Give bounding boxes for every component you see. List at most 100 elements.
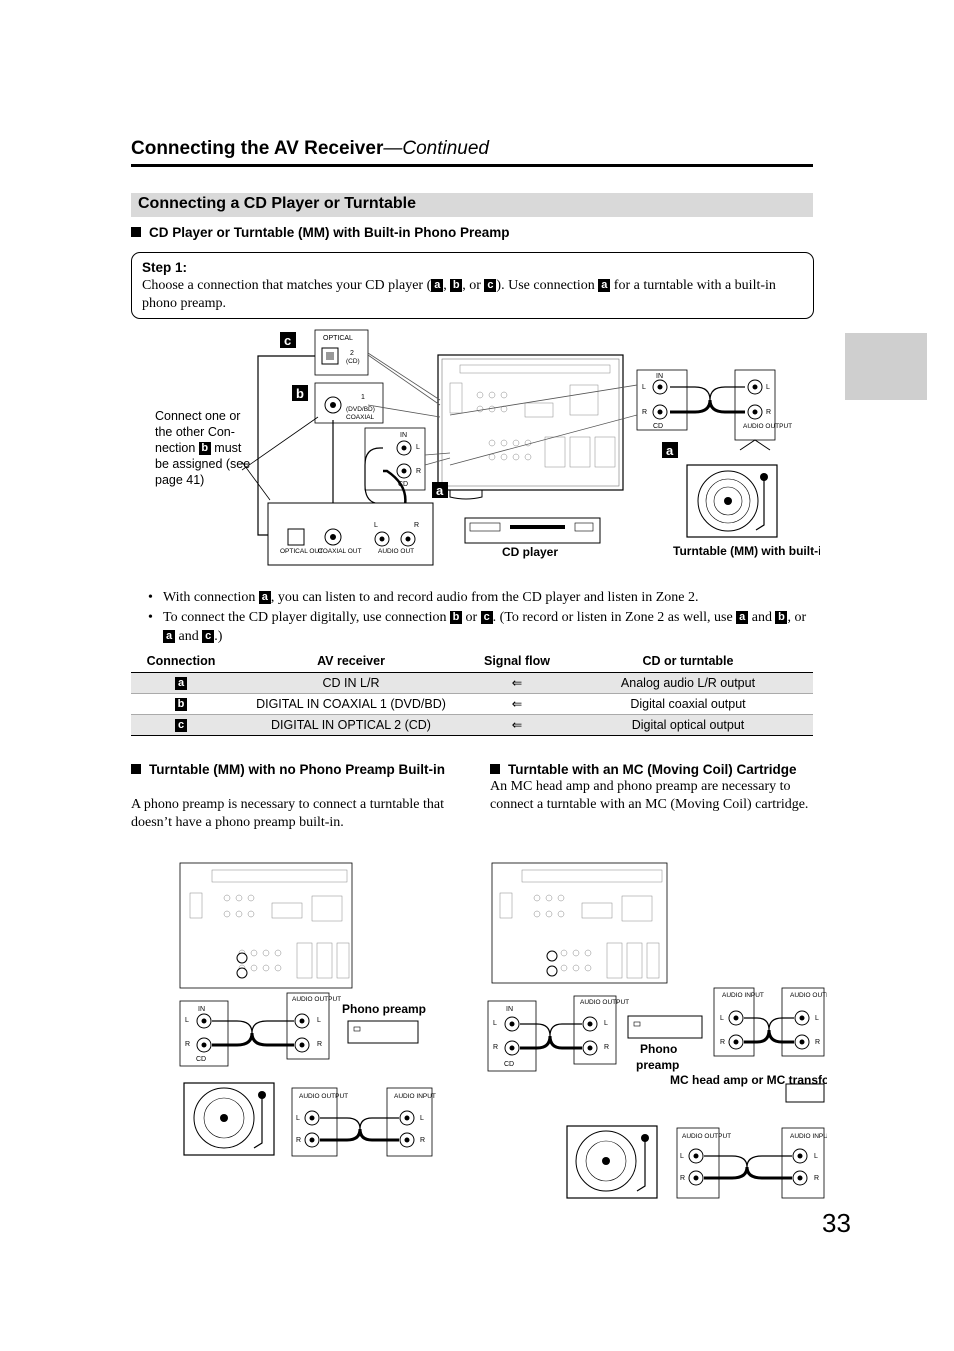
phono-preamp-device bbox=[347, 1020, 419, 1044]
diagram-label-c bbox=[280, 332, 296, 348]
turntable-device bbox=[566, 1125, 658, 1199]
step-sep2: , or bbox=[462, 278, 485, 293]
subsection-heading-3-text: Turntable with an MC (Moving Coil) Cartr… bbox=[508, 762, 797, 777]
tt-out-r: R bbox=[766, 409, 771, 416]
diagram-label-a bbox=[432, 482, 448, 498]
svg-text:a: a bbox=[436, 483, 444, 498]
section-title: Connecting a CD Player or Turntable bbox=[131, 193, 813, 217]
svg-text:L: L bbox=[814, 1153, 818, 1160]
audio-out-label: AUDIO OUT bbox=[378, 548, 414, 555]
callout-text: Connect one or the other Con-nection b m… bbox=[155, 408, 255, 488]
svg-text:AUDIO OUTPUT: AUDIO OUTPUT bbox=[682, 1133, 731, 1140]
cd-out-l: L bbox=[374, 522, 378, 529]
mc-input-jack bbox=[781, 1127, 825, 1199]
optical-label: OPTICAL bbox=[323, 335, 353, 342]
phono-preamp-label: Phono preamp bbox=[342, 1002, 426, 1016]
label-c: c bbox=[480, 611, 493, 624]
table-cell: CD IN L/R bbox=[231, 672, 471, 694]
header-title: Connecting the AV Receiver bbox=[131, 138, 384, 159]
table-header: CD or turntable bbox=[563, 651, 813, 673]
svg-text:L: L bbox=[604, 1020, 608, 1027]
subsection-heading-1-text: CD Player or Turntable (MM) with Built-i… bbox=[149, 225, 510, 240]
svg-text:R: R bbox=[296, 1137, 301, 1144]
svg-text:L: L bbox=[680, 1153, 684, 1160]
table-header: Signal flow bbox=[471, 651, 563, 673]
label-a: a bbox=[175, 676, 187, 690]
subsection-heading-2: Turntable (MM) with no Phono Preamp Buil… bbox=[131, 761, 461, 778]
subsection-2-text: A phono preamp is necessary to connect a… bbox=[131, 797, 444, 830]
square-bullet-icon bbox=[131, 764, 141, 774]
label-a: a bbox=[736, 611, 749, 624]
table-row: a CD IN L/R ⇐ Analog audio L/R output bbox=[131, 672, 813, 694]
table-cell: ⇐ bbox=[471, 672, 563, 694]
tt-in-label: IN bbox=[656, 373, 663, 380]
step-text-c: for a turntable with a built-in phono pr… bbox=[142, 278, 776, 311]
table-cell: Analog audio L/R output bbox=[563, 672, 813, 694]
bullet-item: To connect the CD player digitally, use … bbox=[148, 608, 818, 646]
svg-text:AUDIO OUTPUT: AUDIO OUTPUT bbox=[292, 996, 341, 1003]
optical-out-label: OPTICAL OUT bbox=[280, 548, 323, 555]
svg-text:c: c bbox=[284, 333, 291, 348]
cd-in-label: IN bbox=[400, 432, 407, 439]
svg-text:AUDIO INPUT: AUDIO INPUT bbox=[790, 1133, 827, 1140]
diagram-label-a-turntable bbox=[662, 442, 678, 458]
svg-text:CD: CD bbox=[196, 1056, 206, 1063]
tt-audio-output-label: AUDIO OUTPUT bbox=[743, 423, 792, 430]
cd-player-label: CD player bbox=[502, 545, 558, 559]
table-cell: Digital coaxial output bbox=[563, 693, 813, 715]
table-cell: DIGITAL IN OPTICAL 2 (CD) bbox=[231, 714, 471, 736]
turntable-device bbox=[183, 1082, 275, 1156]
subsection-3-text: An MC head amp and phono preamp are nece… bbox=[490, 779, 809, 812]
svg-text:L: L bbox=[815, 1015, 819, 1022]
coaxial-sub: (DVD/BD) bbox=[346, 406, 375, 413]
receiver-panel bbox=[437, 354, 624, 500]
step-text-b: ). Use connection bbox=[496, 278, 599, 293]
square-bullet-icon bbox=[131, 227, 141, 237]
receiver-panel bbox=[179, 862, 353, 989]
svg-text:L: L bbox=[296, 1115, 300, 1122]
optical-number: 2 bbox=[350, 350, 354, 357]
header-rule bbox=[131, 164, 813, 167]
optical-sub: (CD) bbox=[346, 358, 360, 365]
table-cell: ⇐ bbox=[471, 693, 563, 715]
turntable-device bbox=[686, 439, 778, 538]
svg-text:L: L bbox=[493, 1020, 497, 1027]
step-sep1: , bbox=[443, 278, 451, 293]
svg-text:R: R bbox=[317, 1041, 322, 1048]
svg-text:R: R bbox=[720, 1039, 725, 1046]
step-text-a: Choose a connection that matches your CD… bbox=[142, 278, 432, 293]
label-a: a bbox=[598, 279, 611, 292]
label-c: c bbox=[202, 630, 215, 643]
step-box: Step 1: Choose a connection that matches… bbox=[131, 252, 814, 319]
label-a: a bbox=[258, 591, 271, 604]
subsection-heading-2-text: Turntable (MM) with no Phono Preamp Buil… bbox=[149, 762, 445, 777]
square-bullet-icon bbox=[490, 764, 500, 774]
side-tab bbox=[845, 333, 927, 400]
svg-text:R: R bbox=[814, 1175, 819, 1182]
tt-out-l: L bbox=[766, 384, 770, 391]
tt-in-cd: CD bbox=[653, 423, 663, 430]
svg-text:CD: CD bbox=[504, 1061, 514, 1068]
svg-text:R: R bbox=[185, 1041, 190, 1048]
subsection-heading-1: CD Player or Turntable (MM) with Built-i… bbox=[131, 224, 510, 241]
table-cell: Digital optical output bbox=[563, 714, 813, 736]
mc-head-amp-device bbox=[785, 1083, 825, 1103]
coaxial-out-label: COAXIAL OUT bbox=[318, 548, 361, 555]
subsection-heading-3: Turntable with an MC (Moving Coil) Cartr… bbox=[490, 761, 820, 778]
optical-out-port bbox=[287, 528, 305, 546]
coaxial-number: 1 bbox=[361, 394, 365, 401]
cd-out-r: R bbox=[414, 522, 419, 529]
svg-text:R: R bbox=[815, 1039, 820, 1046]
callout-text-1: Connect one or the other Con-nection bbox=[155, 409, 241, 455]
cd-player-device bbox=[464, 517, 601, 544]
page-number: 33 bbox=[822, 1208, 851, 1238]
coaxial-label: COAXIAL bbox=[346, 414, 375, 421]
cd-in-jack-box bbox=[364, 427, 426, 491]
label-a: a bbox=[163, 630, 175, 643]
preamp-label: preamp bbox=[636, 1058, 679, 1072]
cd-in-l: L bbox=[416, 444, 420, 451]
table-row: b DIGITAL IN COAXIAL 1 (DVD/BD) ⇐ Digita… bbox=[131, 693, 813, 715]
connection-diagram-top: OPTICAL 2 (CD) 1 (DVD/BD) COAXIAL IN L R… bbox=[241, 329, 820, 566]
label-c: c bbox=[484, 279, 497, 292]
svg-text:L: L bbox=[317, 1017, 321, 1024]
